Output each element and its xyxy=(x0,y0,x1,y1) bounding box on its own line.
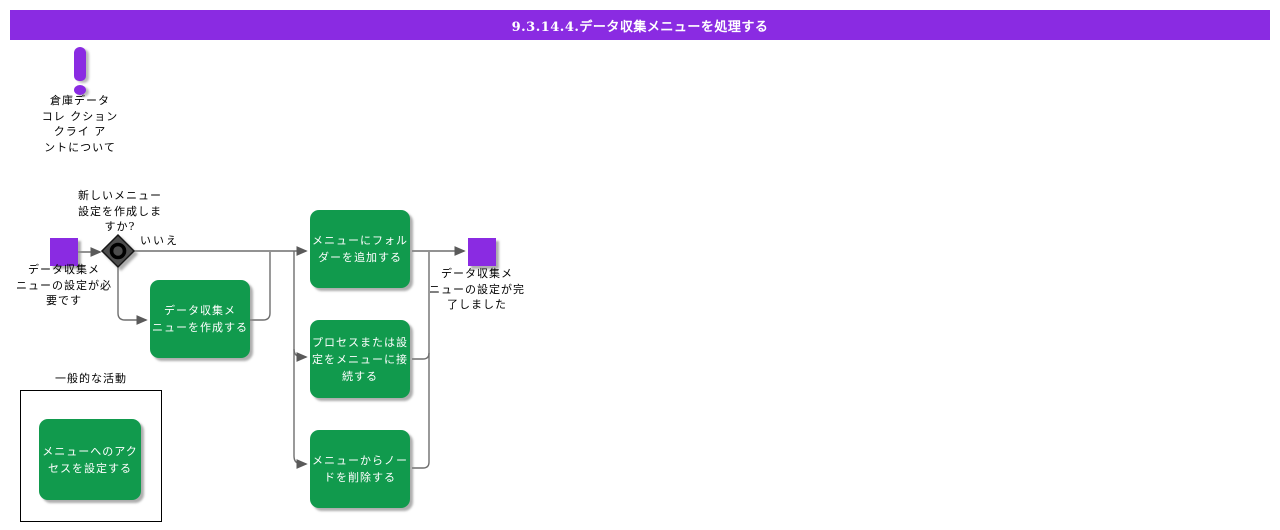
header-bar: 9.3.14.4.データ収集メニューを処理する xyxy=(10,10,1270,40)
task-create-menu[interactable]: データ収集メ ニューを作成する xyxy=(150,280,250,358)
exclamation-icon xyxy=(74,47,86,81)
start-node-label: データ収集メ ニューの設定が必 要です xyxy=(16,263,112,307)
end-node-label: データ収集メ ニューの設定が完 了しました xyxy=(429,267,525,311)
task-add-folder[interactable]: メニューにフォル ダーを追加する xyxy=(310,210,410,288)
decision-question: 新しいメニュー 設定を作成しま すか? xyxy=(78,189,162,233)
start-node xyxy=(50,238,78,266)
decision-no-label: いいえ xyxy=(140,234,179,247)
end-node xyxy=(468,238,496,266)
task-set-menu-access[interactable]: メニューへのアク セスを設定する xyxy=(39,419,141,500)
decision-circle-icon xyxy=(109,242,127,260)
connector-connect-to-collector xyxy=(412,352,430,360)
legend-title: 一般的な活動 xyxy=(55,372,127,385)
note-text: 倉庫データ コレ クション クライ ア ントについて xyxy=(41,94,119,154)
exclamation-icon-dot xyxy=(74,85,86,95)
connector-branch-to-connect xyxy=(293,348,308,362)
task-connect-process[interactable]: プロセスまたは設 定をメニューに接 続する xyxy=(310,320,410,398)
page-title: 9.3.14.4.データ収集メニューを処理する xyxy=(511,19,769,35)
connector-branch-to-remove xyxy=(293,251,308,469)
task-remove-node[interactable]: メニューからノー ドを削除する xyxy=(310,430,410,508)
connector-create-to-mainline xyxy=(250,252,271,321)
